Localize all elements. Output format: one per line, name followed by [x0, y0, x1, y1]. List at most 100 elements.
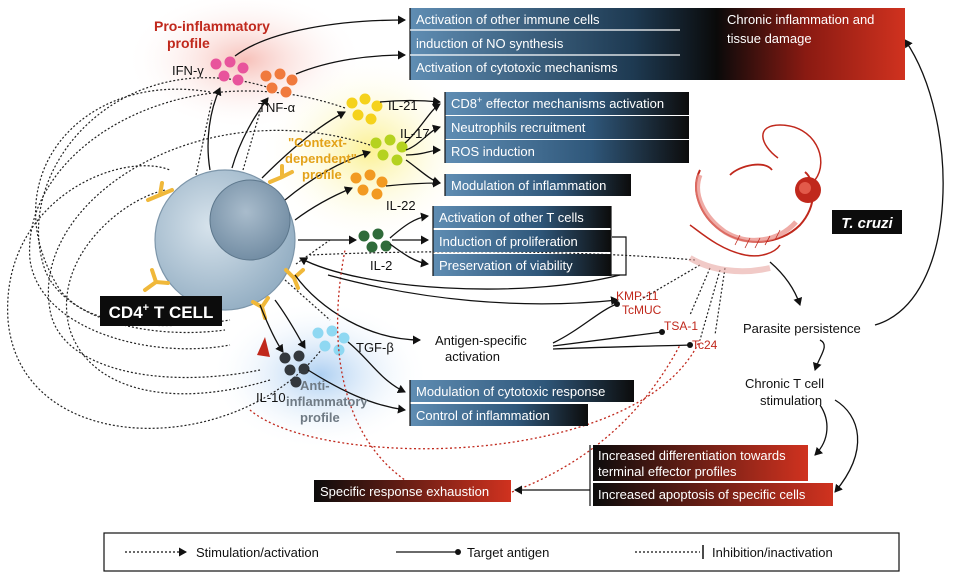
il17-label: IL-17 [400, 126, 430, 141]
modulation-inflammation-label: Modulation of inflammation [451, 178, 606, 193]
anti-effects-box: Modulation of cytotoxic response Control… [409, 380, 634, 426]
context-effects-box: CD8+ effector mechanisms activation Neut… [444, 92, 689, 163]
cd4-t-cell [154, 169, 296, 311]
pro-effect-item: Activation of other immune cells [416, 12, 600, 27]
il22-label: IL-22 [386, 198, 416, 213]
parasite-body-outline [695, 169, 814, 243]
antigen-dotted-lines [309, 251, 726, 341]
pro-effect-item: Activation of cytotoxic mechanisms [416, 60, 618, 75]
cd4-label: CD4+ T CELL [100, 296, 222, 326]
context-effect-bg [445, 92, 689, 115]
antigen-line [689, 267, 711, 316]
receptor-icon [268, 164, 294, 184]
antigen-activation-line1: Antigen-specific [435, 333, 527, 348]
il10-label: IL-10 [256, 390, 286, 405]
chronic-stim-line2: stimulation [760, 393, 822, 408]
chronic-inflammation-line2: tissue damage [727, 31, 812, 46]
t-cruzi-parasite [688, 124, 822, 275]
legend-frame [103, 532, 900, 572]
il2-label: IL-2 [370, 258, 392, 273]
il21-dots [346, 93, 383, 125]
receptor-icon [143, 268, 170, 292]
context-effect-bg [445, 140, 689, 163]
anti-label-1: Anti- [300, 378, 330, 393]
receptor-icon [284, 268, 305, 290]
tgf-label: TGF-β [356, 340, 394, 355]
antigen-line [699, 269, 721, 341]
anti-effect-item: Modulation of cytotoxic response [416, 384, 605, 399]
t-cruzi-label-box [832, 210, 902, 234]
chronic-inflammation-line1: Chronic inflammation and [727, 12, 874, 27]
inhibition-lines [195, 99, 331, 321]
anti-label-3: profile [300, 410, 340, 425]
increased-diff-line2: terminal effector profiles [598, 464, 737, 479]
il2-effect-item: Induction of proliferation [439, 234, 578, 249]
receptor-icon [146, 181, 174, 202]
il2-effect-item: Preservation of viability [439, 258, 573, 273]
context-label-2: dependent" [285, 151, 357, 166]
receptors [143, 164, 305, 320]
exhaustion-box: Specific response exhaustion [314, 480, 511, 502]
il10-dots [279, 350, 310, 388]
increased-apoptosis-label: Increased apoptosis of specific cells [598, 487, 806, 502]
arrow-persistence-to-inflammation [874, 39, 944, 326]
antigen-kmp11: KMP-11 [616, 289, 659, 303]
il21-label: IL-21 [388, 98, 418, 113]
parasite-flagellum [762, 124, 822, 181]
legend: Stimulation/activation Target antigen In… [103, 532, 900, 572]
pro-effects-background [410, 8, 905, 80]
il22-dots [350, 169, 388, 200]
antigen-line [639, 264, 701, 301]
arrow-feedback-to-cell [299, 257, 621, 290]
pro-effect-item: induction of NO synthesis [416, 36, 564, 51]
red-dotted-path [494, 344, 681, 499]
ifn-dots [210, 56, 249, 86]
antigen-tc24: Tc24 [692, 338, 718, 352]
legend-inhibition-label: Inhibition/inactivation [712, 545, 833, 560]
antigen-tsa1: TSA-1 [664, 319, 698, 333]
anti-label-2: inflammatory [286, 394, 368, 409]
antigen-line [309, 251, 696, 261]
pro-inflammatory-label-1: Pro-inflammatory [154, 18, 270, 34]
ros-item: ROS induction [451, 144, 535, 159]
effect-arrows [234, 15, 441, 414]
tnf-dots [260, 68, 298, 98]
parasite-stripes [734, 229, 781, 249]
increased-diff-line1: Increased differentiation towards [598, 448, 786, 463]
il2-effect-item: Activation of other T cells [439, 210, 584, 225]
il2-dots [358, 228, 392, 253]
cd4-label-text: CD4+ T CELL [109, 302, 214, 322]
context-effect-bg [445, 116, 689, 139]
pro-effects-box: Activation of other immune cells inducti… [409, 8, 905, 80]
cell-nucleus [209, 179, 291, 261]
parasite-persistence-label: Parasite persistence [743, 321, 861, 336]
anti-inflammatory-halo [210, 300, 430, 450]
curve-tnf [37, 77, 271, 334]
ifn-label: IFN-γ [172, 63, 204, 78]
antigen-line [714, 267, 726, 336]
red-arrowhead-icon [257, 337, 270, 357]
legend-stimulation-label: Stimulation/activation [196, 545, 319, 560]
parasite-membrane [695, 174, 798, 243]
exhaustion-label: Specific response exhaustion [320, 484, 489, 499]
il17-dots [370, 134, 408, 166]
legend-target-label: Target antigen [467, 545, 549, 560]
modulation-inflammation-box: Modulation of inflammation [444, 174, 631, 196]
chronic-arrows [514, 261, 859, 495]
pro-inflammatory-label-2: profile [167, 35, 210, 51]
chronic-stim-line1: Chronic T cell [745, 376, 824, 391]
tnf-label: TNF-α [258, 100, 296, 115]
neutrophils-item: Neutrophils recruitment [451, 120, 586, 135]
antigen-activation-line2: activation [445, 349, 500, 364]
curve-tgf [7, 165, 326, 429]
secretion-arrows [207, 87, 371, 353]
anti-effect-item: Control of inflammation [416, 408, 550, 423]
t-cruzi-label: T. cruzi [841, 215, 893, 232]
il2-effects-box: Activation of other T cells Induction of… [432, 206, 612, 276]
curve-il10 [65, 189, 271, 395]
red-dotted-path [249, 339, 701, 450]
chronic-outcome-box: Increased differentiation towards termin… [589, 445, 833, 506]
antigen-tcmuc: TcMUC [622, 303, 662, 317]
